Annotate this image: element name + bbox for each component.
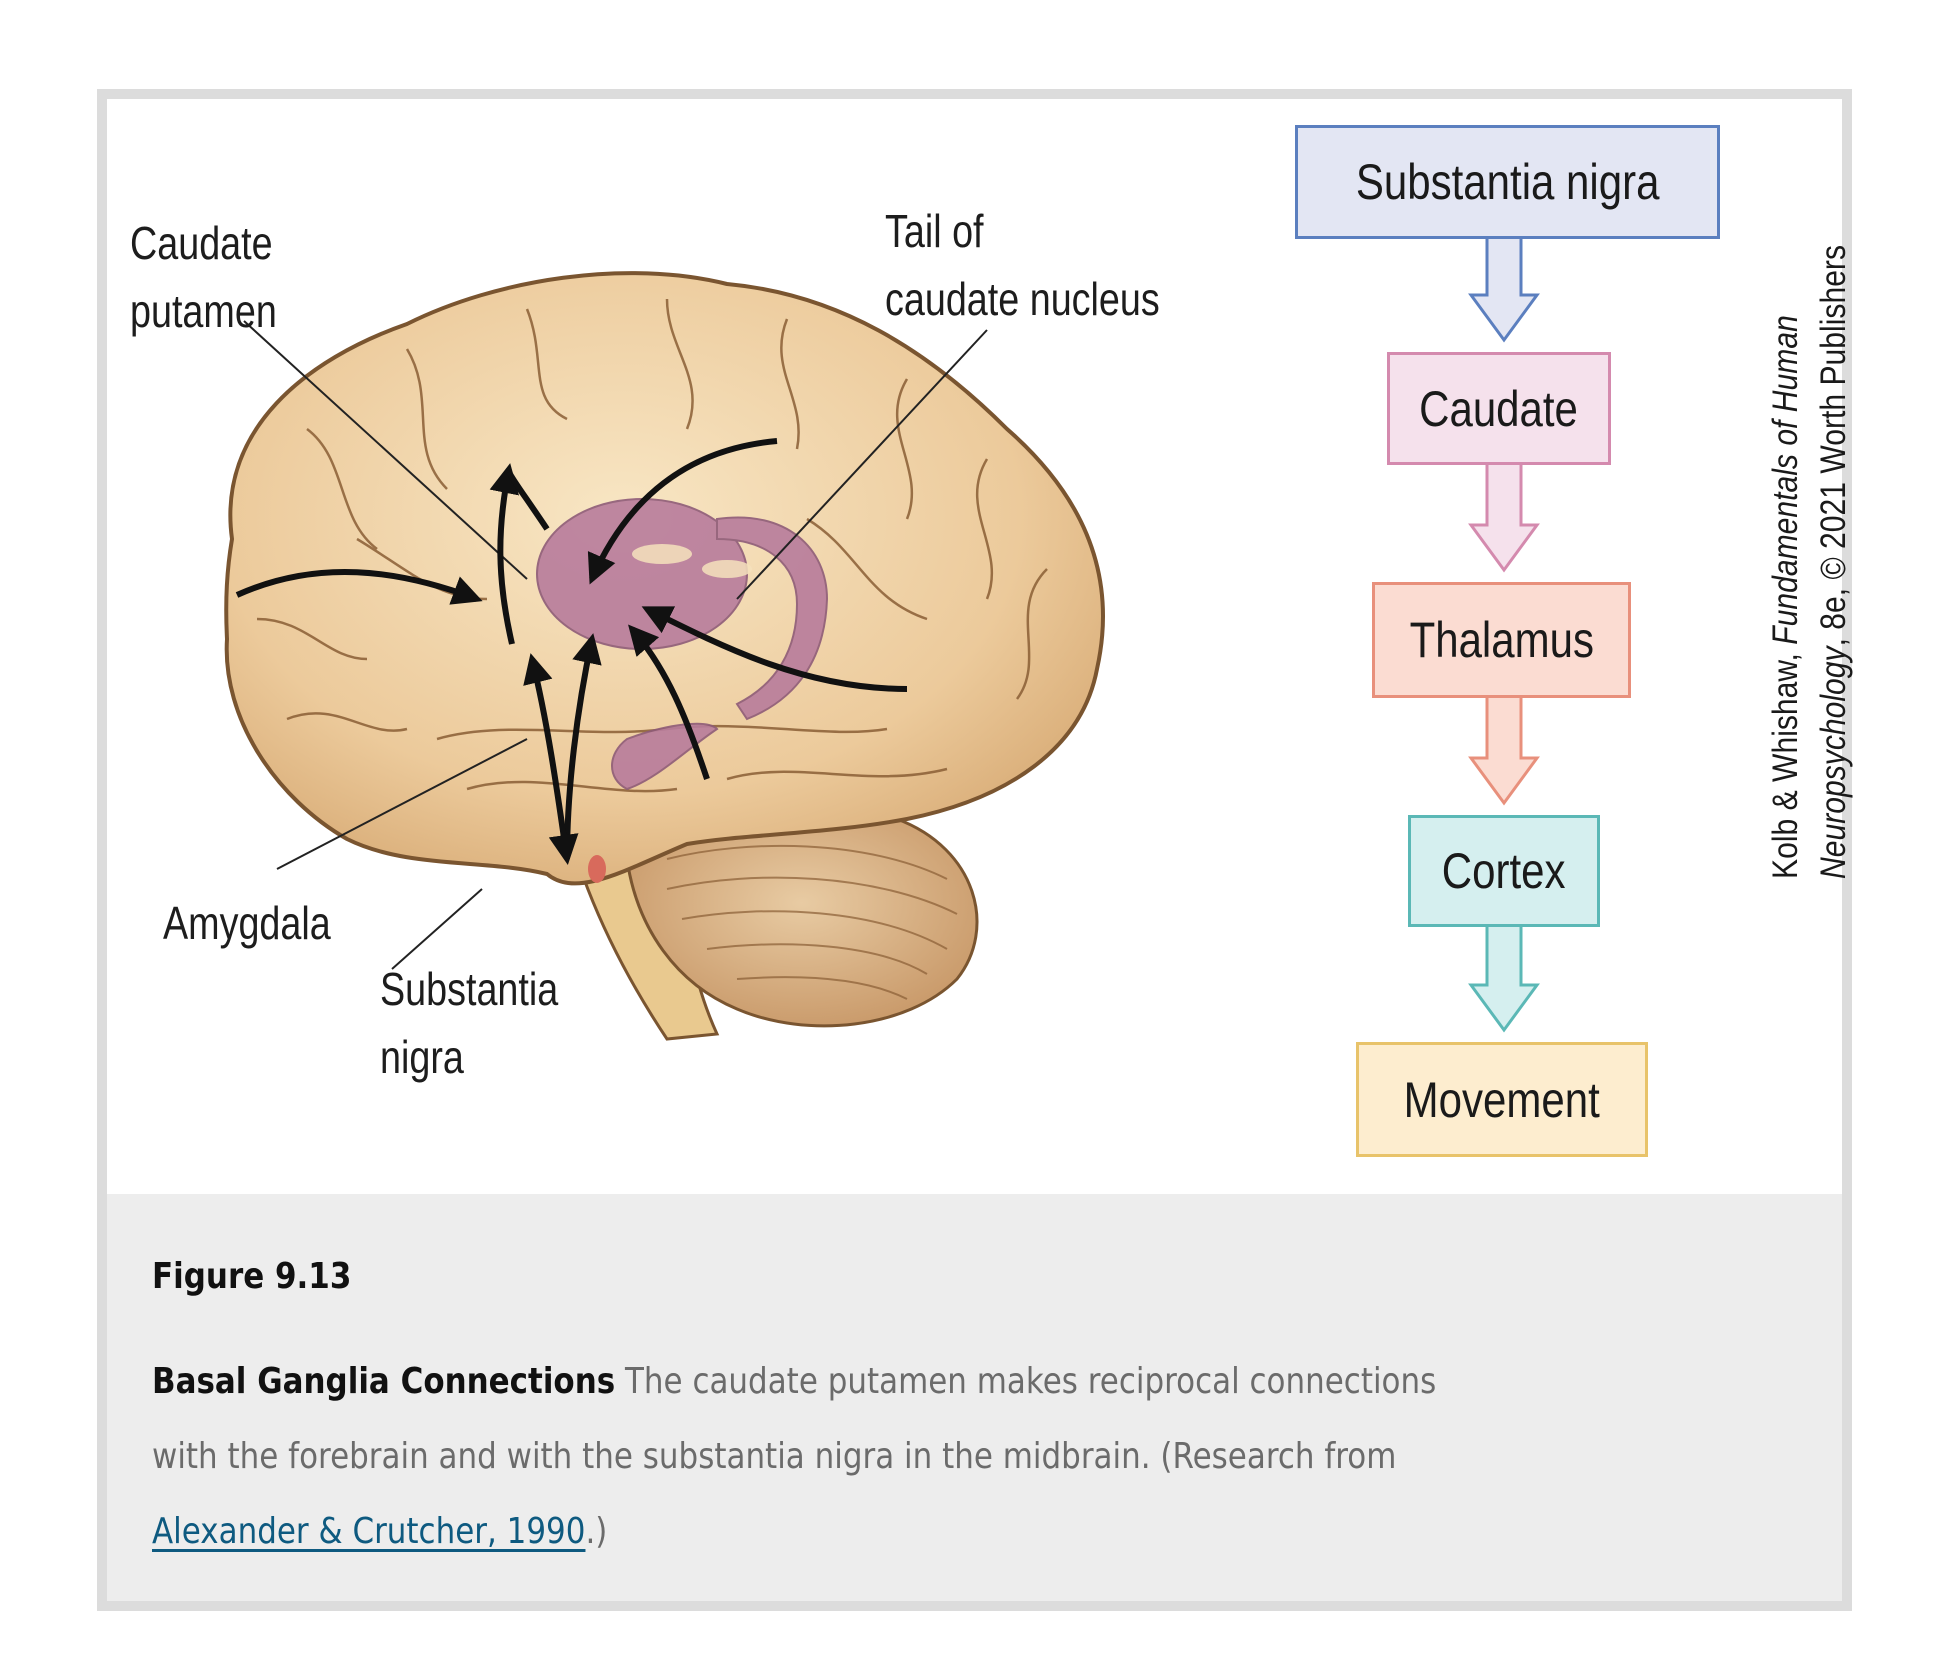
figure-frame: Caudate putamen Tail of caudate nucleus … xyxy=(97,89,1853,1611)
label-putamen-line: putamen xyxy=(130,285,277,337)
caption-title: Basal Ganglia Connections xyxy=(152,1361,616,1402)
label-amygdala: Amygdala xyxy=(163,897,331,949)
flowchart-label: Substantia nigra xyxy=(1355,154,1660,210)
label-substantia-nigra: Substantia nigra xyxy=(380,955,558,1091)
label-tail-of-line: Tail of xyxy=(885,205,984,257)
caption-text: Basal Ganglia Connections The caudate pu… xyxy=(152,1344,1494,1569)
figure-illustration: Caudate putamen Tail of caudate nucleus … xyxy=(107,99,1853,1194)
credit-book-title-2: Neuropsychology xyxy=(1814,646,1853,879)
label-tail-of-caudate: Tail of caudate nucleus xyxy=(885,197,1160,333)
substantia-nigra-marker xyxy=(588,855,606,883)
caption-body: The caudate putamen makes reciprocal con… xyxy=(152,1361,1437,1477)
label-caudate-line: Caudate xyxy=(130,217,273,269)
credit-line-1: Kolb & Whishaw, Fundamentals of Human xyxy=(1762,245,1810,879)
flowchart-label: Caudate xyxy=(1419,380,1579,437)
credit-line-2: Neuropsychology, 8e, © 2021 Worth Publis… xyxy=(1810,245,1858,879)
flowchart-box-substantia-nigra: Substantia nigra xyxy=(1295,125,1720,239)
image-credit: Kolb & Whishaw, Fundamentals of Human Ne… xyxy=(1762,79,1858,879)
flowchart-label: Movement xyxy=(1403,1071,1601,1128)
credit-publisher: , 8e, © 2021 Worth Publishers xyxy=(1814,244,1853,647)
flowchart-label: Thalamus xyxy=(1409,612,1594,668)
figure-caption: Figure 9.13 Basal Ganglia Connections Th… xyxy=(107,1194,1842,1601)
brain-diagram xyxy=(224,271,1105,1041)
caption-tail: .) xyxy=(585,1511,608,1552)
flowchart-box-caudate: Caudate xyxy=(1387,352,1611,465)
flowchart-box-thalamus: Thalamus xyxy=(1372,582,1631,698)
credit-authors: Kolb & Whishaw, xyxy=(1766,644,1805,879)
flowchart-box-movement: Movement xyxy=(1356,1042,1648,1157)
citation-link[interactable]: Alexander & Crutcher, 1990 xyxy=(152,1511,586,1552)
label-caudate-putamen: Caudate putamen xyxy=(130,209,277,345)
label-substantia-line: Substantia xyxy=(380,963,559,1015)
credit-book-title-1: Fundamentals of Human xyxy=(1766,315,1805,645)
label-pointers xyxy=(243,320,988,970)
flowchart-box-cortex: Cortex xyxy=(1408,815,1600,927)
figure-number: Figure 9.13 xyxy=(152,1256,352,1297)
label-caudate-nucleus-line: caudate nucleus xyxy=(885,273,1160,325)
connection-arrows xyxy=(235,438,908,865)
label-nigra-line: nigra xyxy=(380,1031,464,1083)
flowchart-label: Cortex xyxy=(1442,843,1566,899)
